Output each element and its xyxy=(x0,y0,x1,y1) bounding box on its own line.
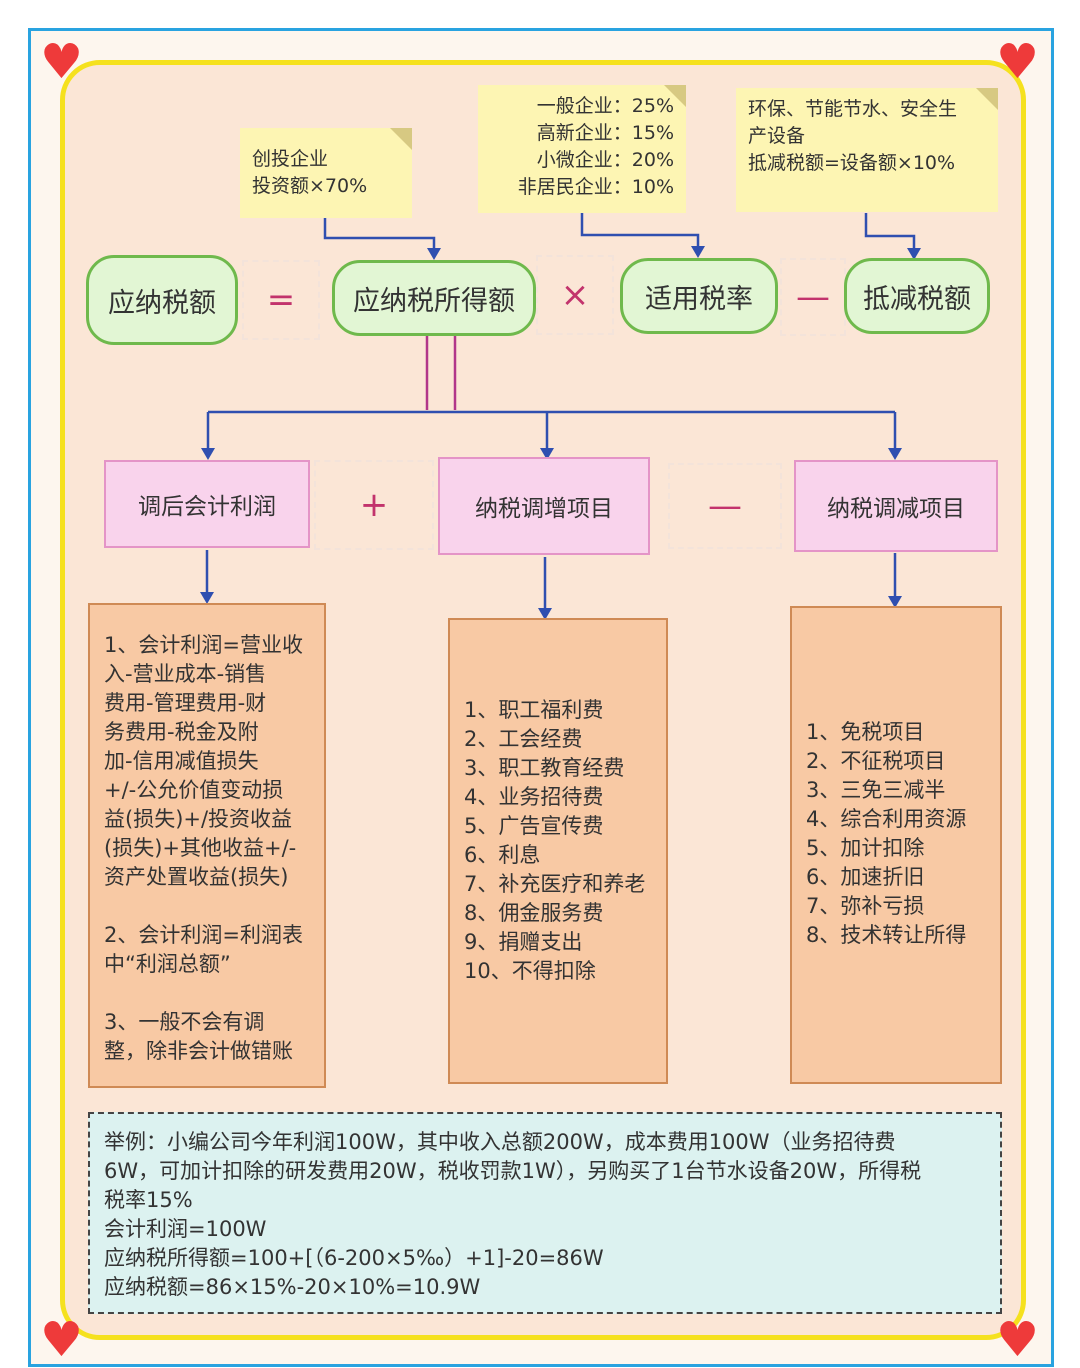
note-equipment: 环保、节能节水、安全生 产设备 抵减税额=设备额×10% xyxy=(736,88,998,212)
text-line: 1、免税项目 xyxy=(806,720,925,744)
text-line: 3、一般不会有调 xyxy=(104,1010,265,1034)
text-line: 10、不得扣除 xyxy=(464,959,596,983)
operator-equals: = xyxy=(242,260,320,340)
heart-icon: ♥ xyxy=(40,1312,84,1368)
note-line: 投资额×70% xyxy=(252,175,368,197)
text-line: 7、补充医疗和养老 xyxy=(464,872,646,896)
text-line: 4、业务招待费 xyxy=(464,785,604,809)
operator-plus: + xyxy=(314,460,434,550)
note-line: 抵减税额=设备额×10% xyxy=(748,152,956,174)
note-line: 产设备 xyxy=(748,125,806,147)
text-line: 会计利润=100W xyxy=(104,1217,267,1241)
text-line: (损失)+其他收益+/- xyxy=(104,836,297,860)
note-line: 高新企业：15% xyxy=(536,122,674,144)
operator-times: × xyxy=(536,255,614,335)
text-line: 应纳税所得额=100+[（6-200×5‰）+1]-20=86W xyxy=(104,1246,604,1270)
node-increase-items: 纳税调增项目 xyxy=(438,457,650,555)
text-line: 8、技术转让所得 xyxy=(806,923,967,947)
text-line: 3、职工教育经费 xyxy=(464,756,625,780)
operator-minus-2: — xyxy=(668,463,782,549)
text-line: 6、利息 xyxy=(464,843,541,867)
text-line: 1、会计利润=营业收 xyxy=(104,633,303,657)
text-line: 资产处置收益(损失) xyxy=(104,865,289,889)
text-line: 6、加速折旧 xyxy=(806,865,925,889)
node-adjusted-profit: 调后会计利润 xyxy=(104,460,310,548)
node-tax-payable: 应纳税额 xyxy=(86,255,238,345)
note-rates: 一般企业：25% 高新企业：15% 小微企业：20% 非居民企业：10% xyxy=(478,85,686,213)
increase-items-box: 1、职工福利费 2、工会经费 3、职工教育经费 4、业务招待费 5、广告宣传费 6、利息 7… xyxy=(448,618,668,1084)
note-venture: 创投企业 投资额×70% xyxy=(240,128,412,218)
text-line: 务费用-税金及附 xyxy=(104,720,259,744)
node-taxable-income: 应纳税所得额 xyxy=(332,260,536,336)
text-line: 8、佣金服务费 xyxy=(464,901,604,925)
text-line: 加-信用减值损失 xyxy=(104,749,259,773)
text-line: 举例：小编公司今年利润100W，其中收入总额200W，成本费用100W（业务招待… xyxy=(104,1130,896,1154)
heart-icon: ♥ xyxy=(40,34,84,90)
text-line: 7、弥补亏损 xyxy=(806,894,925,918)
node-decrease-items: 纳税调减项目 xyxy=(794,460,998,552)
text-line xyxy=(104,892,310,921)
decrease-items-box: 1、免税项目 2、不征税项目 3、三免三减半 4、综合利用资源 5、加计扣除 6、加速折旧… xyxy=(790,606,1002,1084)
text-line: 6W，可加计扣除的研发费用20W，税收罚款1W），另购买了1台节水设备20W，所… xyxy=(104,1159,922,1183)
text-line: 2、不征税项目 xyxy=(806,749,946,773)
note-line: 一般企业：25% xyxy=(536,95,674,117)
profit-detail-box: 1、会计利润=营业收入-营业成本-销售费用-管理费用-财务费用-税金及附加-信用… xyxy=(88,603,326,1088)
text-line: 益(损失)+/投资收益 xyxy=(104,807,293,831)
text-line: 应纳税额=86×15%-20×10%=10.9W xyxy=(104,1275,481,1299)
note-line: 非居民企业：10% xyxy=(517,176,674,198)
text-line: 2、工会经费 xyxy=(464,727,583,751)
text-line: 税率15% xyxy=(104,1188,193,1212)
text-line: 入-营业成本-销售 xyxy=(104,662,267,686)
text-line xyxy=(104,979,310,1008)
text-line: 整，除非会计做错账 xyxy=(104,1039,293,1063)
heart-icon: ♥ xyxy=(996,34,1040,90)
text-line: 5、广告宣传费 xyxy=(464,814,604,838)
heart-icon: ♥ xyxy=(996,1312,1040,1368)
text-line: +/-公允价值变动损 xyxy=(104,778,284,802)
text-line: 9、捐赠支出 xyxy=(464,930,583,954)
example-box: 举例：小编公司今年利润100W，其中收入总额200W，成本费用100W（业务招待… xyxy=(88,1112,1002,1314)
text-line: 5、加计扣除 xyxy=(806,836,925,860)
note-line: 环保、节能节水、安全生 xyxy=(748,98,958,120)
text-line: 3、三免三减半 xyxy=(806,778,946,802)
note-line: 创投企业 xyxy=(252,148,329,170)
operator-minus: — xyxy=(780,258,846,336)
node-tax-rate: 适用税率 xyxy=(620,258,778,334)
text-line: 费用-管理费用-财 xyxy=(104,691,267,715)
note-line: 小微企业：20% xyxy=(536,149,674,171)
node-tax-credit: 抵减税额 xyxy=(844,258,990,334)
text-line: 2、会计利润=利润表 xyxy=(104,923,303,947)
text-line: 1、职工福利费 xyxy=(464,698,604,722)
text-line: 中“利润总额” xyxy=(104,952,231,976)
text-line: 4、综合利用资源 xyxy=(806,807,967,831)
